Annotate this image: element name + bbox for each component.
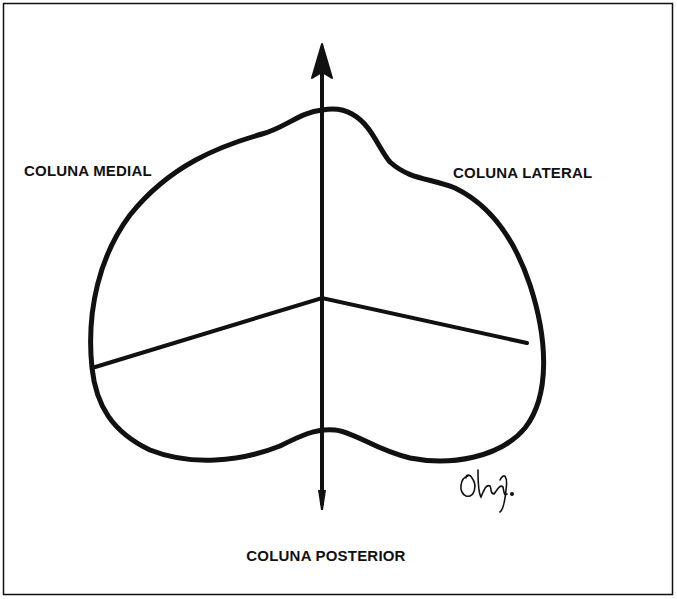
axis-arrow-head <box>312 44 332 78</box>
signature <box>461 470 513 512</box>
axis-arrow-shaft <box>320 70 324 505</box>
axis-arrow-tail <box>318 490 326 510</box>
plateau-outline <box>91 109 544 461</box>
column-label: COLUNA POSTERIOR <box>246 547 405 564</box>
column-divider <box>92 298 527 368</box>
frame-border <box>4 4 673 595</box>
column-label: COLUNA MEDIAL <box>24 162 152 179</box>
column-label: COLUNA LATERAL <box>453 164 592 181</box>
